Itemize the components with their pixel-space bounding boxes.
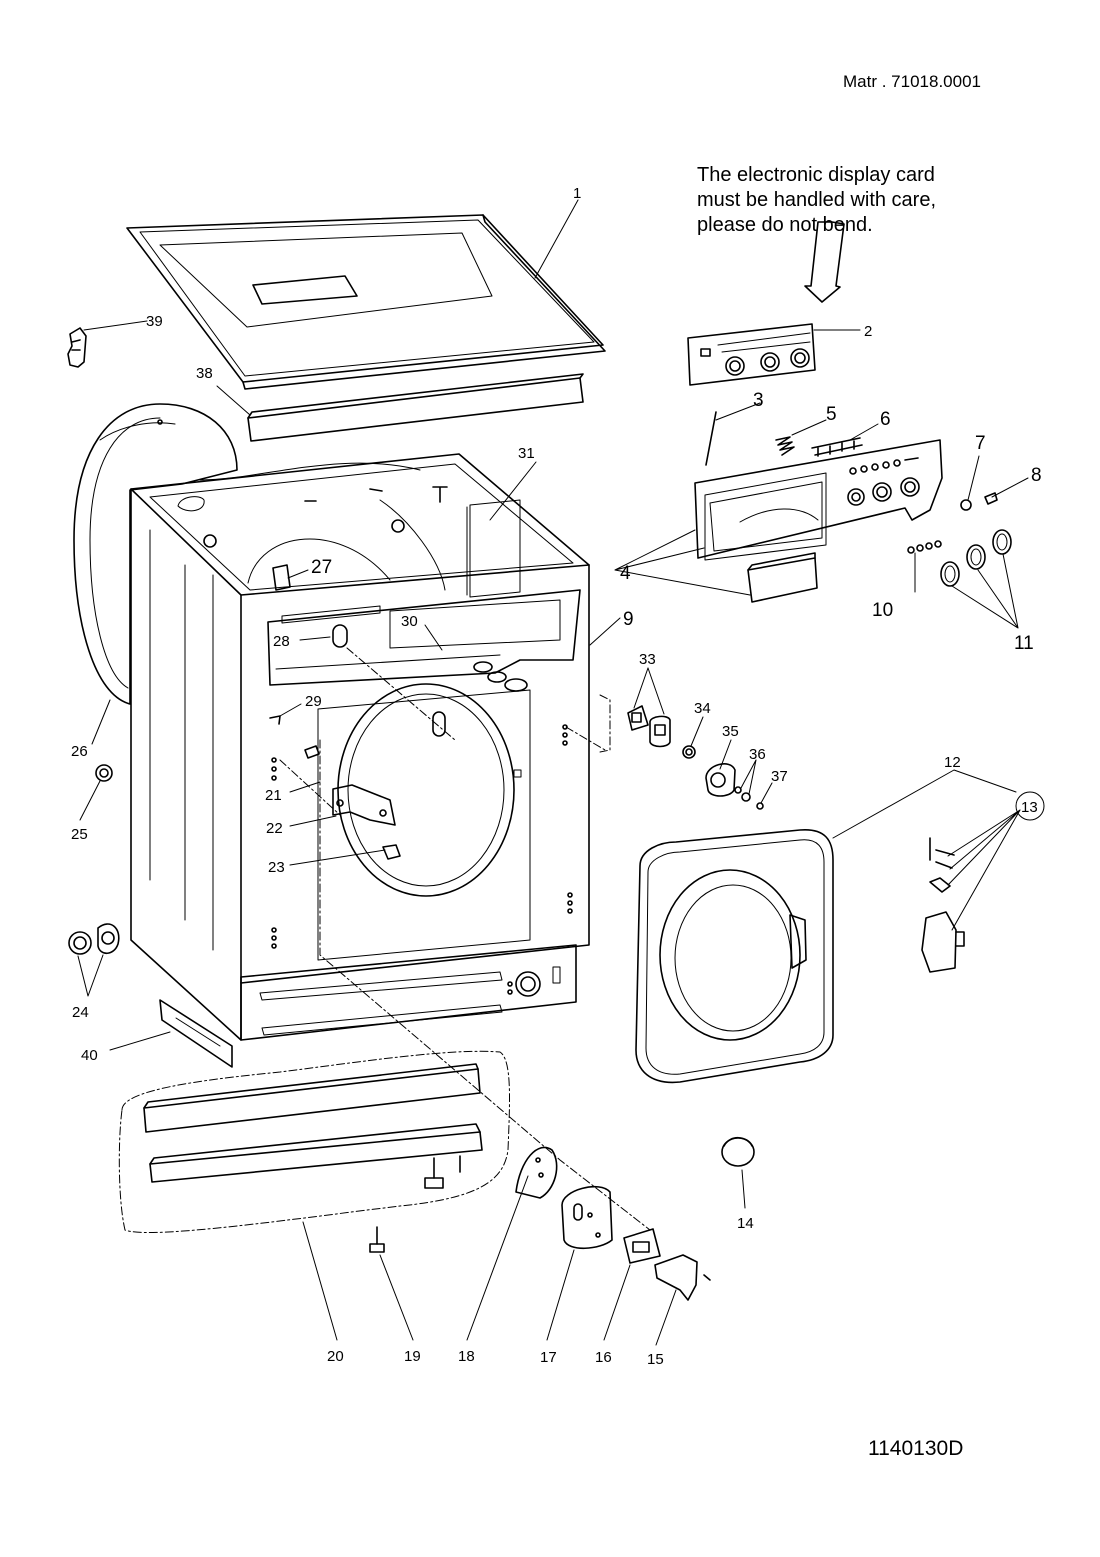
part-clip-39 — [67, 327, 87, 368]
part-6 — [811, 437, 863, 457]
part-display-card-2 — [687, 323, 816, 386]
part-3 — [705, 411, 717, 466]
callout-11: 11 — [1014, 633, 1034, 654]
callout-circle-13 — [1015, 791, 1045, 821]
callout-1: 1 — [573, 185, 581, 202]
part-25 — [95, 764, 113, 782]
callout-31: 31 — [518, 445, 535, 462]
leader-lines — [77, 199, 1029, 1346]
callout-34: 34 — [694, 700, 711, 717]
callout-16: 16 — [595, 1349, 612, 1366]
callout-20: 20 — [327, 1348, 344, 1365]
part-16 — [623, 1228, 661, 1264]
part-handle-13 — [921, 837, 965, 973]
part-17 — [561, 1185, 613, 1250]
callout-18: 18 — [458, 1348, 475, 1365]
callout-36: 36 — [749, 746, 766, 763]
callout-24: 24 — [72, 1004, 89, 1021]
handling-note-line-1: The electronic display card — [697, 164, 935, 186]
part-20-assembly — [143, 1063, 483, 1189]
callout-28: 28 — [273, 633, 290, 650]
callout-30: 30 — [401, 613, 418, 630]
caution-arrow — [804, 221, 845, 303]
part-top-cover — [126, 214, 606, 390]
callout-38: 38 — [196, 365, 213, 382]
part-14 — [721, 1136, 755, 1167]
callout-33: 33 — [639, 651, 656, 668]
callout-19: 19 — [404, 1348, 421, 1365]
callout-10: 10 — [872, 600, 893, 621]
part-40 — [159, 999, 233, 1068]
callout-37: 37 — [771, 768, 788, 785]
callout-3: 3 — [753, 390, 764, 411]
callout-2: 2 — [864, 323, 872, 340]
part-knobs-11 — [940, 529, 1012, 587]
part-7 — [960, 499, 972, 511]
callout-13: 13 — [1021, 799, 1038, 816]
callout-labels: 1 2 3 4 5 6 7 8 9 10 11 12 13 14 15 16 1… — [71, 185, 1042, 1368]
part-18 — [515, 1146, 558, 1199]
callout-40: 40 — [81, 1047, 98, 1064]
part-door-12 — [635, 829, 834, 1084]
callout-29: 29 — [305, 693, 322, 710]
callout-35: 35 — [722, 723, 739, 740]
handling-note: The electronic display card must be hand… — [697, 163, 936, 238]
callout-17: 17 — [540, 1349, 557, 1366]
callout-25: 25 — [71, 826, 88, 843]
part-5 — [775, 436, 795, 456]
part-24 — [68, 923, 120, 955]
callout-12: 12 — [944, 754, 961, 771]
callout-23: 23 — [268, 859, 285, 876]
callout-4: 4 — [620, 563, 631, 584]
callout-39: 39 — [146, 313, 163, 330]
parts-33-37 — [627, 705, 764, 810]
callout-26: 26 — [71, 743, 88, 760]
callout-22: 22 — [266, 820, 283, 837]
part-19 — [369, 1226, 385, 1253]
part-10 — [907, 540, 942, 554]
part-cabinet-9 — [130, 453, 590, 1041]
part-8 — [984, 492, 998, 505]
construction-lines — [118, 647, 651, 1234]
callout-5: 5 — [826, 404, 837, 425]
part-control-panel-4 — [694, 439, 943, 603]
callout-15: 15 — [647, 1351, 664, 1368]
callout-21: 21 — [265, 787, 282, 804]
callout-27: 27 — [311, 557, 332, 578]
callout-9: 9 — [623, 609, 634, 630]
callout-14: 14 — [737, 1215, 754, 1232]
drawing-code: 1140130D — [868, 1437, 964, 1460]
handling-note-line-2: must be handled with care, — [697, 189, 937, 211]
part-rear-gasket-26 — [73, 403, 238, 705]
handling-note-line-3: please do not bend. — [697, 214, 873, 236]
material-number: Matr . 71018.0001 — [843, 72, 981, 91]
part-15 — [654, 1254, 711, 1301]
callout-6: 6 — [880, 409, 891, 430]
callout-7: 7 — [975, 433, 986, 454]
callout-8: 8 — [1031, 465, 1042, 486]
